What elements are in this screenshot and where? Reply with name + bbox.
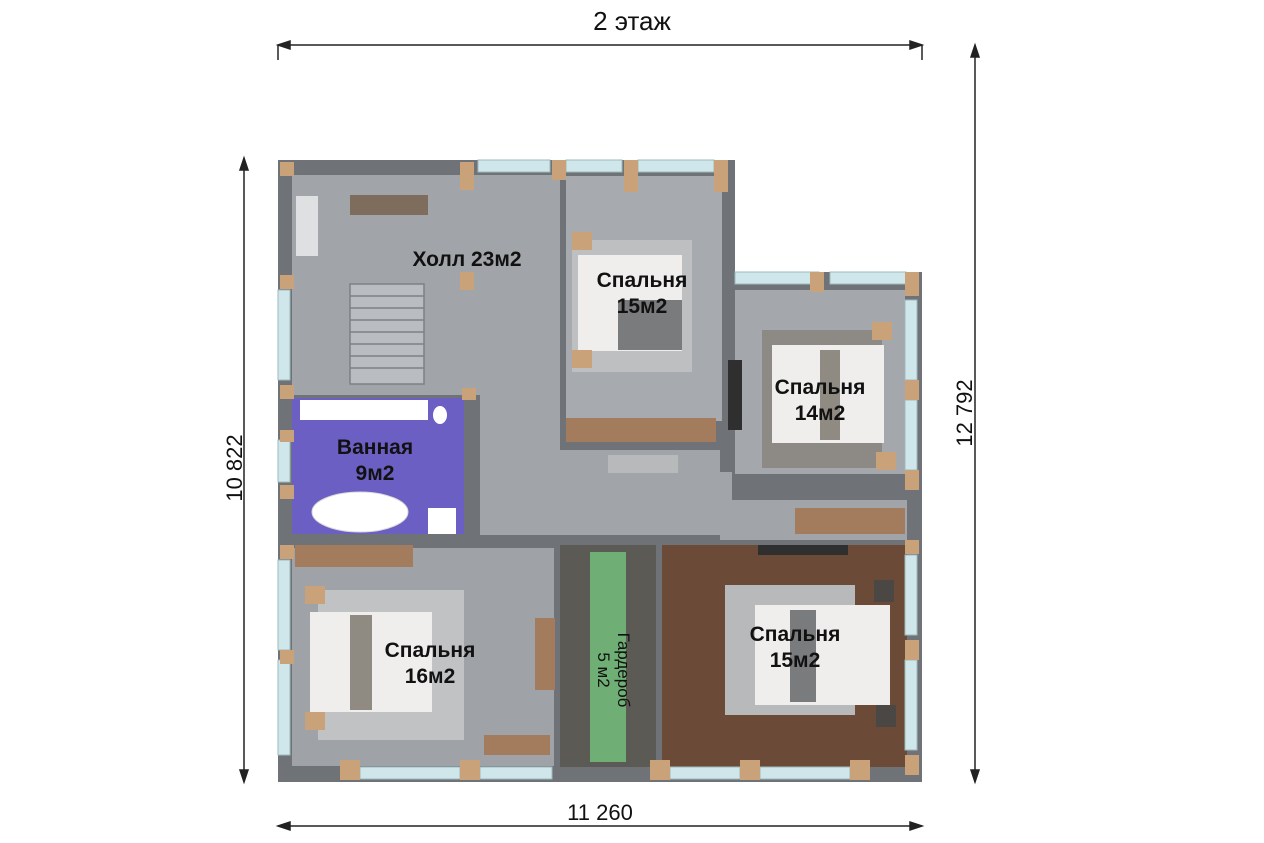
dimension-left-height: 10 822	[222, 434, 247, 502]
room-name: Спальня	[384, 639, 476, 662]
room-area: 9м2	[355, 462, 395, 486]
room-name: Спальня	[749, 623, 841, 646]
dimension-right-height: 12 792	[952, 379, 977, 447]
dimension-lines	[238, 39, 981, 832]
room-area: 5 м2	[593, 652, 613, 688]
dimension-bottom-width: 11 260	[567, 800, 633, 825]
room-name: Спальня	[774, 376, 866, 399]
room-name: Гардероб	[614, 632, 633, 708]
room-area: 16м2	[404, 665, 456, 689]
plan-title: 2 этаж	[593, 6, 671, 36]
room-area: 15м2	[769, 649, 821, 673]
room-label-bedroom-left: Спальня 16м2	[355, 638, 505, 691]
room-label-bathroom: Ванная 9м2	[300, 435, 450, 488]
columns	[280, 160, 919, 780]
windows	[277, 159, 918, 780]
room-name: Ванная	[336, 436, 414, 459]
room-area: 15м2	[616, 295, 668, 319]
room-label-bedroom-top: Спальня 15м2	[570, 268, 714, 321]
stairs	[349, 283, 425, 385]
room-label-wardrobe: Гардероб 5 м2	[589, 620, 633, 720]
room-name: Спальня	[596, 269, 688, 292]
furniture	[295, 195, 905, 755]
room-name: Холл 23м2	[412, 248, 522, 271]
room-label-bedroom-right: Спальня 14м2	[748, 375, 892, 428]
room-label-hall: Холл 23м2	[392, 247, 542, 273]
room-area: 14м2	[794, 402, 846, 426]
room-label-bedroom-bottom-right: Спальня 15м2	[720, 622, 870, 675]
